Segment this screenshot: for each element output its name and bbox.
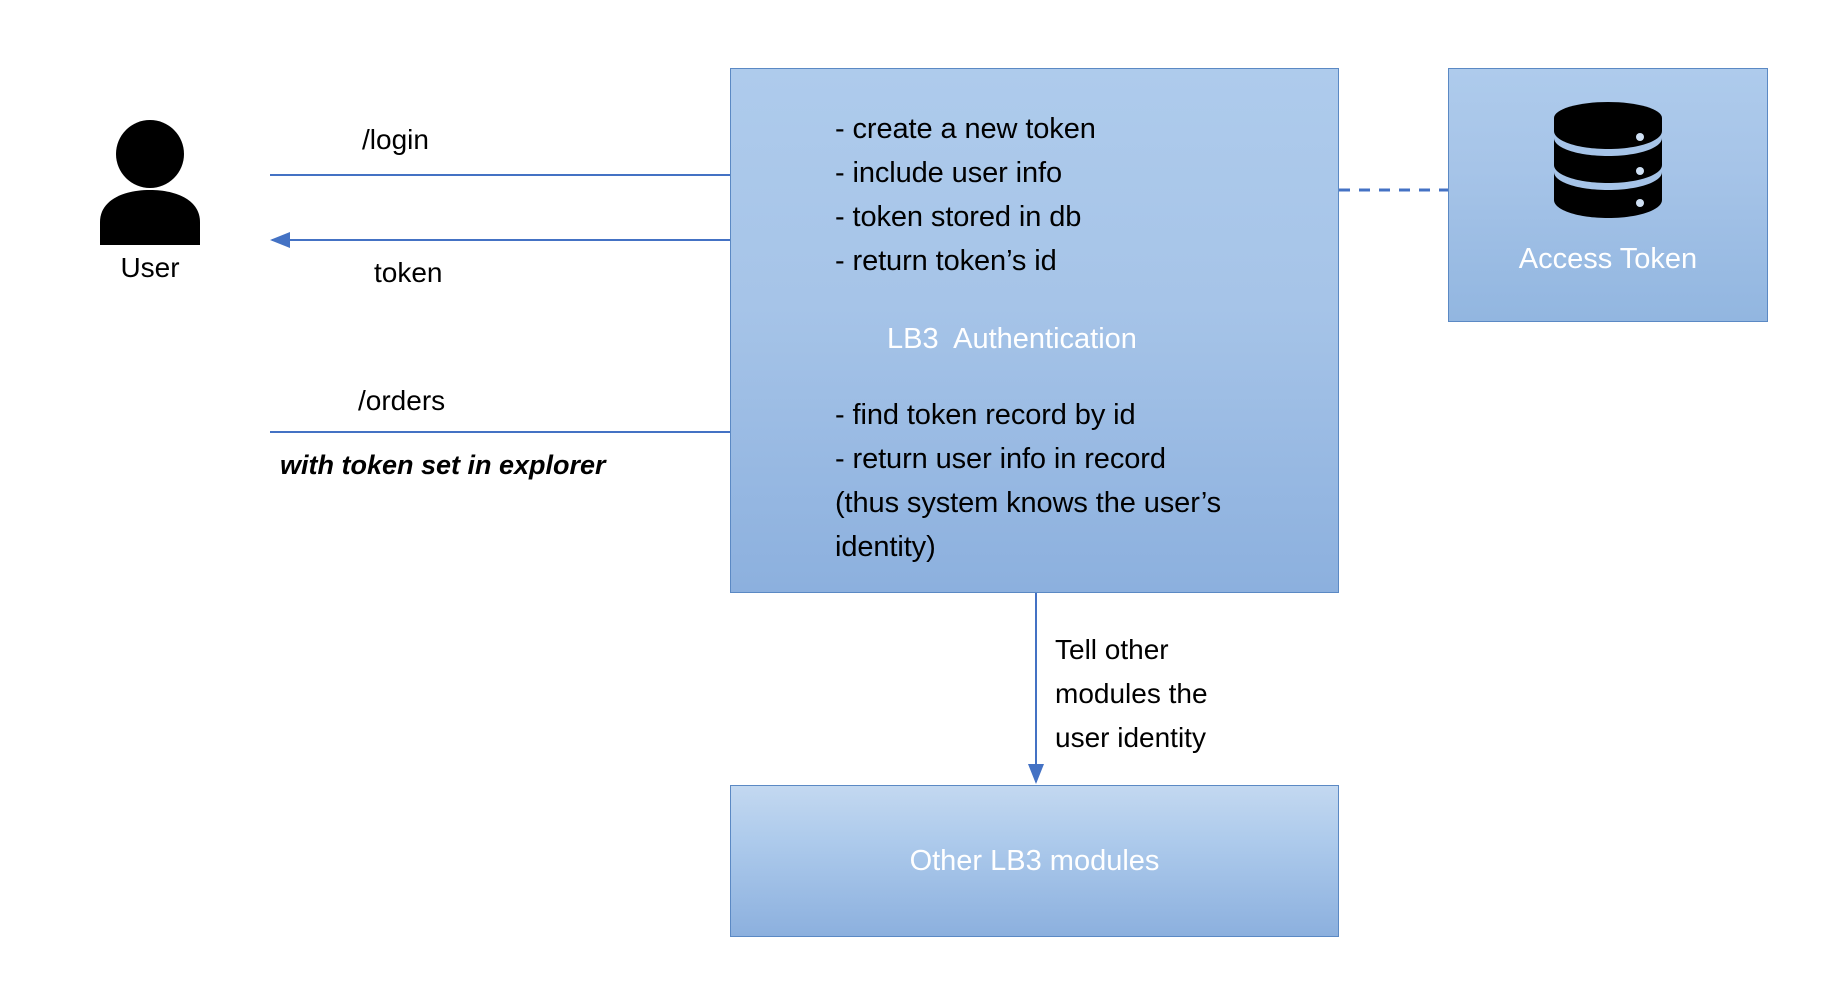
other-lb3-modules-box[interactable] bbox=[730, 785, 1339, 937]
auth-box-title: LB3 Authentication bbox=[887, 323, 1137, 355]
database-icon bbox=[1554, 102, 1662, 218]
auth-lower-bullet-list: - find token record by id - return user … bbox=[835, 399, 1222, 563]
edge-label-tell-other-modules: Tell other modules the user identity bbox=[1055, 634, 1208, 753]
edge-label-orders-note: with token set in explorer bbox=[280, 450, 606, 480]
other-lb3-modules-label: Other LB3 modules bbox=[909, 845, 1160, 877]
access-token-label: Access Token bbox=[1518, 243, 1698, 275]
user-silhouette-icon bbox=[100, 120, 200, 245]
edge-label-orders: /orders bbox=[358, 385, 446, 416]
lb3-authentication-box[interactable] bbox=[730, 68, 1339, 593]
user-label: User bbox=[120, 252, 180, 283]
edge-label-login: /login bbox=[362, 124, 429, 155]
edge-label-token: token bbox=[374, 257, 443, 288]
auth-upper-bullet-list: - create a new token - include user info… bbox=[835, 113, 1096, 277]
